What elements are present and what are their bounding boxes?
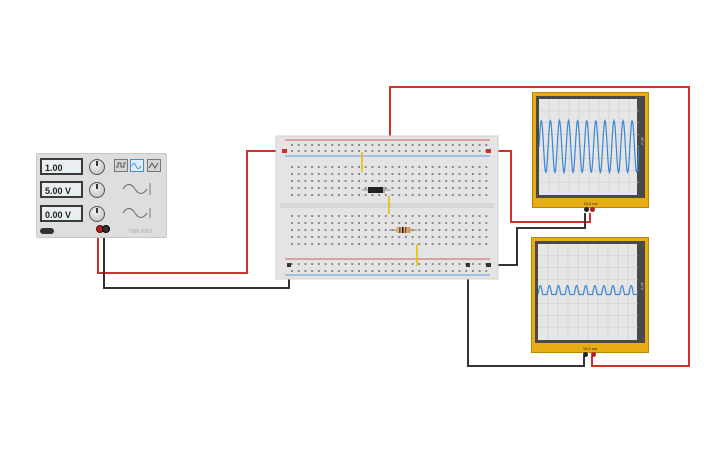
oscilloscope-2-time-label: 15.0 ms: [582, 346, 598, 351]
oscilloscope-1-time-label: 15.0 ms: [583, 201, 598, 206]
oscilloscope-1-screen: [539, 99, 639, 195]
offset-display: 0.00 V: [40, 205, 83, 222]
breadboard[interactable]: [275, 135, 499, 280]
function-generator[interactable]: 1.00 kHz 5.00 V 0.00 V TINK.PRO: [36, 153, 167, 238]
offset-indicator-icon: [122, 208, 151, 218]
amplitude-knob[interactable]: [89, 182, 105, 198]
negative-terminal[interactable]: [102, 225, 110, 233]
power-switch[interactable]: [40, 228, 54, 234]
oscilloscope-1-plot: [539, 99, 639, 194]
triangle-wave-button[interactable]: [147, 159, 161, 172]
sine-wave-button[interactable]: [130, 159, 144, 172]
oscilloscope-1-ground-terminal[interactable]: [584, 207, 589, 212]
sine-wave-icon: [131, 163, 142, 169]
diode[interactable]: [362, 187, 390, 193]
offset-knob[interactable]: [89, 206, 105, 222]
oscilloscope-2-probe-terminal[interactable]: [591, 352, 596, 357]
oscilloscope-1[interactable]: 10 V 15.0 ms: [532, 92, 649, 212]
wire-fg-ground[interactable]: [103, 232, 290, 289]
oscilloscope-2-ground-terminal[interactable]: [583, 352, 588, 357]
wire-fg-positive[interactable]: [97, 150, 282, 274]
oscilloscope-1-volt-label: 10 V: [640, 136, 645, 146]
oscilloscope-2-bezel: 10 V: [535, 241, 645, 343]
amplitude-indicator-icon: [122, 183, 151, 195]
oscilloscope-2-screen: [538, 244, 638, 340]
triangle-wave-icon: [148, 162, 159, 169]
wire-bb-to-scope1[interactable]: [489, 150, 591, 223]
frequency-knob[interactable]: [89, 159, 105, 175]
wire-bb-to-scope2[interactable]: [389, 86, 690, 367]
wire-scope1-ground[interactable]: [491, 213, 586, 266]
oscilloscope-2-plot: [538, 244, 638, 339]
oscilloscope-2[interactable]: 10 V 15.0 ms: [531, 237, 649, 357]
resistor[interactable]: [389, 227, 417, 233]
square-wave-button[interactable]: [114, 159, 128, 172]
square-wave-icon: [116, 162, 126, 168]
breadboard-holes: [291, 144, 488, 272]
frequency-display: 1.00 kHz: [40, 158, 83, 190]
wire-scope2-ground[interactable]: [467, 266, 585, 367]
oscilloscope-1-probe-terminal[interactable]: [590, 207, 595, 212]
oscilloscope-1-bezel: 10 V: [536, 96, 645, 198]
oscilloscope-2-volt-label: 10 V: [640, 281, 645, 291]
brand-label: TINK.PRO: [128, 229, 152, 235]
amplitude-display: 5.00 V: [40, 181, 83, 198]
